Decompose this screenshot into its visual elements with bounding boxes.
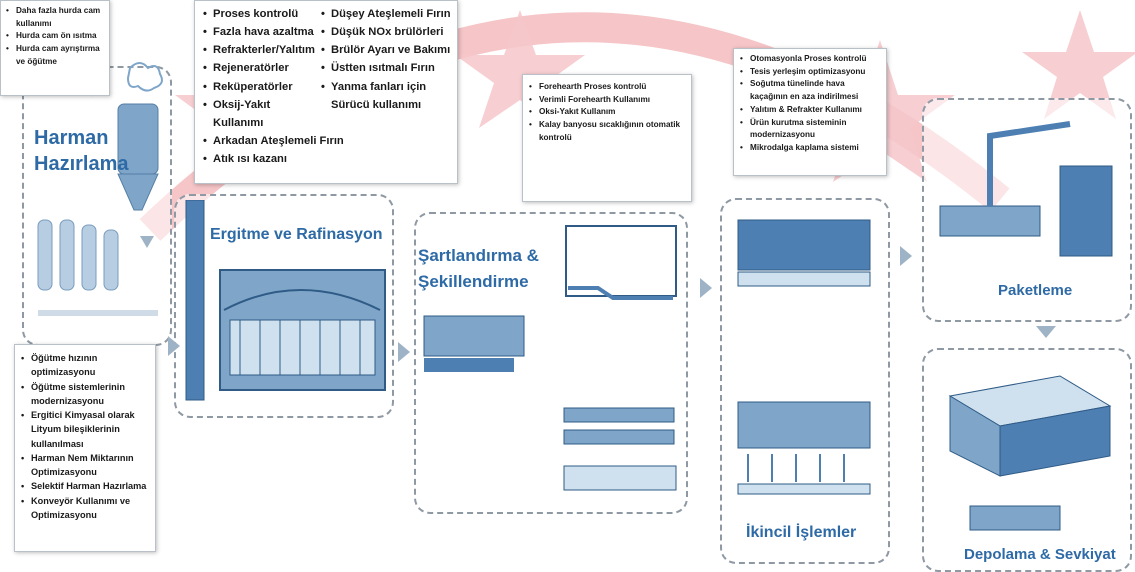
flow-arrow	[900, 246, 912, 266]
note-ogutme: Öğütme hızının optimizasyonu Öğütme sist…	[14, 344, 156, 552]
note-item: Kalay banyosu sıcaklığının otomatik kont…	[529, 119, 687, 144]
note-item: Öğütme hızının optimizasyonu	[21, 351, 151, 380]
note-item: Selektif Harman Hazırlama	[21, 479, 151, 494]
flow-arrow	[398, 342, 410, 362]
batch-silo-illustration	[37, 62, 163, 316]
note-item: Öğütme sistemlerinin modernizasyonu	[21, 380, 151, 409]
note-item: Ergitici Kimyasal olarak Lityum bileşikl…	[21, 408, 151, 451]
packaging-robot-illustration	[939, 121, 1113, 257]
note-item: Oksi-Yakıt Kullanım	[529, 106, 687, 119]
note-item: Üstten ısıtmalı Fırın	[321, 59, 453, 77]
furnace-illustration	[185, 200, 386, 401]
note-ikincil: Otomasyonla Proses kontrolü Tesis yerleş…	[733, 48, 887, 176]
note-item: Fazla hava azaltma	[203, 23, 321, 41]
note-item: Ürün kurutma sisteminin modernizasyonu	[740, 117, 882, 142]
note-item: Düşey Ateşlemeli Fırın	[321, 5, 453, 23]
note-item: Konveyör Kullanımı ve Optimizasyonu	[21, 494, 151, 523]
warehouse-illustration	[948, 375, 1112, 531]
note-item: Forehearth Proses kontrolü	[529, 81, 687, 94]
stage-title-paketleme: Paketleme	[998, 282, 1073, 299]
note-item: Otomasyonla Proses kontrolü	[740, 53, 882, 66]
note-item: Düşük NOx brülörleri	[321, 23, 453, 41]
note-item: Tesis yerleşim optimizasyonu	[740, 66, 882, 79]
note-item: Daha fazla hurda cam kullanımı	[6, 5, 106, 30]
forming-illustration	[423, 225, 677, 491]
note-forehearth: Forehearth Proses kontrolü Verimli Foreh…	[522, 74, 692, 202]
note-hurda-cam: Daha fazla hurda cam kullanımı Hurda cam…	[0, 0, 110, 96]
note-item: Brülör Ayarı ve Bakımı	[321, 41, 453, 59]
note-item: Refrakterler/Yalıtım	[203, 41, 321, 59]
note-item: Atık ısı kazanı	[203, 150, 321, 168]
note-item: Soğutma tünelinde hava kaçağının en aza …	[740, 78, 882, 103]
flow-arrow	[1036, 326, 1056, 338]
flow-arrow	[168, 336, 180, 356]
annealing-lehr-illustration	[737, 219, 871, 495]
note-item: Harman Nem Miktarının Optimizasyonu	[21, 451, 151, 480]
note-item: Yalıtım & Refrakter Kullanımı	[740, 104, 882, 117]
note-item: Hurda cam ön ısıtma	[6, 30, 106, 43]
note-item: Rejeneratörler	[203, 59, 321, 77]
note-item: Hurda cam ayrıştırma ve öğütme	[6, 43, 106, 68]
note-item: Verimli Forehearth Kullanımı	[529, 94, 687, 107]
note-ergitme: Proses kontrolü Fazla hava azaltma Refra…	[194, 0, 458, 184]
stage-title-sartlandirma: Şartlandırma & Şekillendirme	[418, 246, 539, 292]
note-item: Reküperatörler	[203, 78, 321, 96]
stage-title-harman: Harman Hazırlama	[34, 127, 129, 175]
stage-title-ikincil: İkincil İşlemler	[746, 524, 857, 541]
note-item: Oksij-Yakıt Kullanımı	[203, 96, 321, 132]
stage-title-depolama: Depolama & Sevkiyat	[964, 546, 1116, 563]
note-item: Yanma fanları için Sürücü kullanımı	[321, 78, 453, 114]
note-item: Mikrodalga kaplama sistemi	[740, 142, 882, 155]
note-item: Arkadan Ateşlemeli Fırın	[203, 132, 344, 150]
stage-title-ergitme: Ergitme ve Rafinasyon	[210, 226, 383, 243]
flow-arrow	[700, 278, 712, 298]
note-item: Proses kontrolü	[203, 5, 321, 23]
